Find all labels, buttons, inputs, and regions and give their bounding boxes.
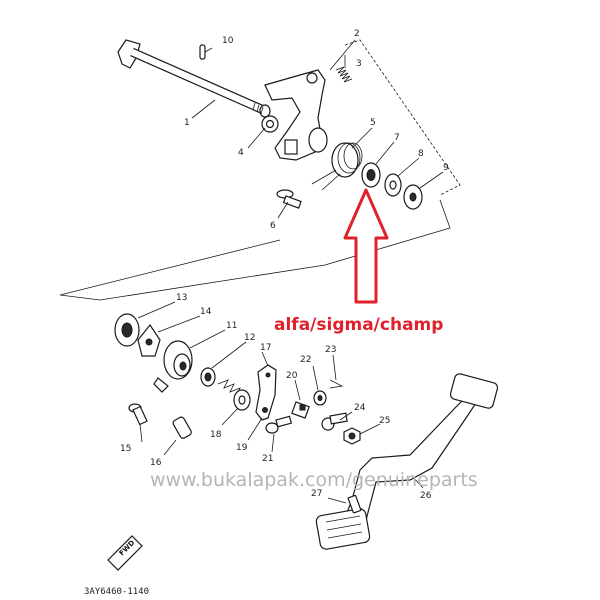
- label-part-18: 18: [210, 430, 222, 440]
- label-part-13: 13: [176, 293, 187, 303]
- part-ratchet-plate: [137, 323, 161, 357]
- label-part-23: 23: [325, 345, 336, 355]
- part-shift-shaft: [117, 39, 271, 118]
- upper-assembly-boundary: [59, 39, 461, 301]
- part-nut: [343, 427, 361, 445]
- part-shift-arm: [264, 69, 328, 161]
- label-part-20: 20: [286, 371, 298, 381]
- part-bracket: [291, 401, 310, 419]
- part-pin: [199, 44, 206, 60]
- label-part-15: 15: [120, 444, 131, 454]
- label-part-17: 17: [260, 343, 271, 353]
- label-part-27: 27: [311, 489, 322, 499]
- leader-lines: [137, 39, 444, 504]
- label-part-10: 10: [222, 36, 234, 46]
- label-part-16: 16: [150, 458, 162, 468]
- label-part-21: 21: [262, 454, 273, 464]
- part-spacer: [313, 390, 327, 406]
- part-pin-21: [265, 415, 293, 434]
- part-small-spring: [335, 66, 353, 83]
- diagram-code: 3AY6460-1140: [84, 587, 149, 597]
- label-part-14: 14: [200, 307, 212, 317]
- label-part-12: 12: [244, 333, 255, 343]
- label-part-5: 5: [370, 118, 376, 128]
- label-part-26: 26: [420, 491, 432, 501]
- label-part-3: 3: [356, 59, 362, 69]
- part-kick-pedal: [315, 373, 499, 550]
- part-collar: [200, 367, 216, 387]
- label-part-11: 11: [226, 321, 237, 331]
- label-part-19: 19: [236, 443, 248, 453]
- label-part-8: 8: [418, 149, 424, 159]
- part-bolt-24: [321, 412, 348, 431]
- label-part-25: 25: [379, 416, 390, 426]
- part-bolt-15: [128, 403, 148, 426]
- label-part-4: 4: [238, 148, 244, 158]
- highlight-arrow: [343, 188, 389, 304]
- part-clip: [329, 379, 344, 389]
- part-washer: [261, 115, 279, 133]
- part-lever: [255, 364, 277, 421]
- label-part-2: 2: [354, 29, 360, 39]
- part-oil-seal: [361, 162, 381, 188]
- part-number-labels: 1 2 3 4 5 6 7 8 9 10 11 12 13 14 15 16 1…: [120, 29, 449, 501]
- part-washer-18: [233, 389, 251, 411]
- label-part-7: 7: [394, 133, 400, 143]
- part-kick-gear: [153, 340, 193, 393]
- label-part-6: 6: [270, 221, 276, 231]
- model-annotation: alfa/sigma/champ: [274, 315, 443, 335]
- part-torsion-spring: [311, 142, 363, 191]
- part-sleeve: [172, 416, 192, 439]
- part-circlip: [403, 184, 423, 210]
- label-part-1: 1: [184, 118, 190, 128]
- part-washer-8: [384, 173, 402, 197]
- part-bolt-27: [347, 494, 362, 514]
- label-part-22: 22: [300, 355, 311, 365]
- label-part-9: 9: [443, 163, 449, 173]
- part-ratchet-gear: [114, 313, 140, 347]
- watermark-text: www.bukalapak.com/genuineparts: [150, 469, 478, 491]
- label-part-24: 24: [354, 403, 366, 413]
- fwd-marker: FWD: [107, 535, 143, 571]
- part-bolt: [276, 189, 302, 209]
